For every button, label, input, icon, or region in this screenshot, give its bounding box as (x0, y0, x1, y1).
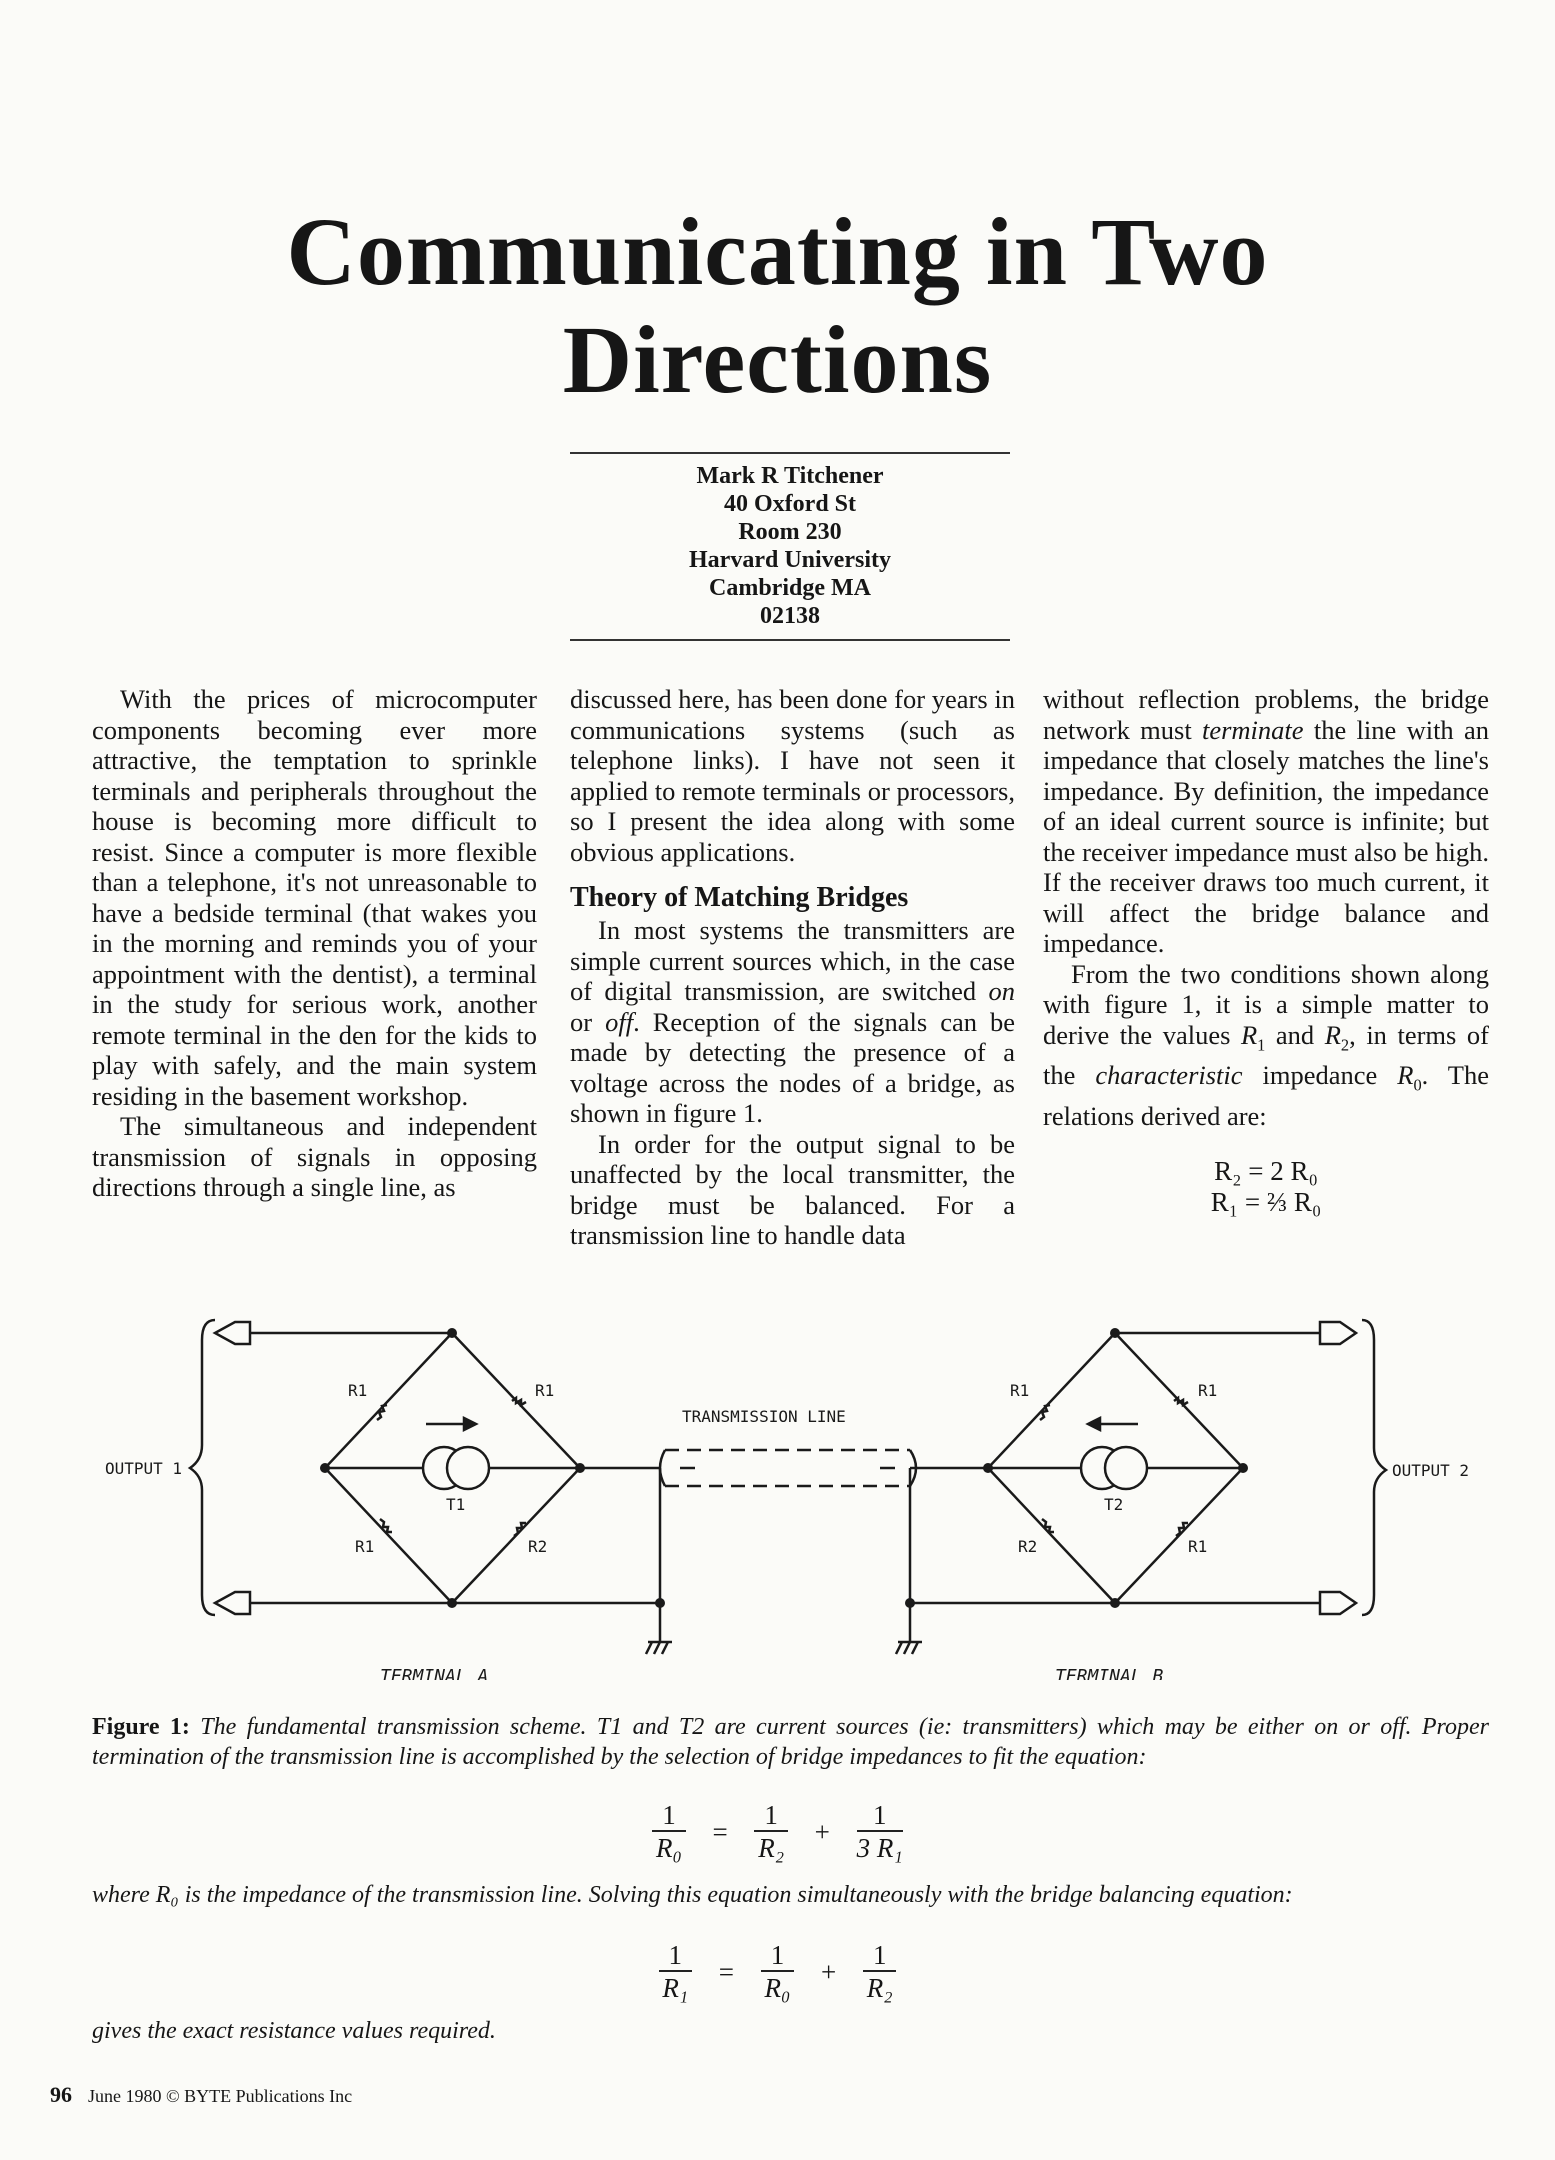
equation-r1: R₁ = ⅔ R₀ (1210, 1186, 1322, 1217)
output-2-brace (1361, 1318, 1389, 1617)
author-institution: Harvard University (689, 547, 891, 573)
section-heading: Theory of Matching Bridges (570, 882, 909, 913)
article-title: Communicating in Two Directions (0, 198, 1555, 414)
author-street: 40 Oxford St (724, 491, 856, 517)
resistor-label-r1: R1 (348, 1381, 367, 1400)
equation-r2: R₂ = 2 R₀ (1214, 1155, 1318, 1186)
author-name: Mark R Titchener (696, 463, 884, 489)
resistor-icon (379, 1518, 392, 1534)
derived-relations: R₂ = 2 R₀ R₁ = ⅔ R₀ (1043, 1156, 1489, 1218)
resistor-icon (1175, 1521, 1188, 1537)
paragraph: discussed here, has been done for years … (570, 684, 1015, 867)
output-connector-icon (1318, 1320, 1359, 1346)
caption-text: The fundamental transmission scheme. T1 … (92, 1714, 1490, 1770)
resistor-icon (376, 1403, 388, 1421)
paragraph: From the two conditions shown along with… (1043, 958, 1489, 1132)
output-2-label: OUTPUT 2 (1392, 1461, 1469, 1480)
paragraph: In most systems the transmitters are sim… (570, 915, 1015, 1128)
terminal-b-label: TERMINAL B (1055, 1666, 1164, 1680)
resistor-icon (511, 1395, 527, 1408)
paragraph: With the prices of microcomputer compone… (92, 684, 537, 1111)
body-column-1: With the prices of microcomputer compone… (92, 684, 537, 1203)
resistor-label-r1: R1 (1188, 1537, 1207, 1556)
author-byline: Mark R Titchener 40 Oxford St Room 230 H… (570, 462, 1010, 630)
byline-rule-bottom (570, 639, 1010, 641)
resistor-label-r1: R1 (535, 1381, 554, 1400)
transmission-line (658, 1449, 918, 1487)
resistor-icon (513, 1521, 526, 1537)
resistor-icon (1039, 1403, 1051, 1421)
footer-text: June 1980 © BYTE Publications Inc (88, 2086, 353, 2106)
ground-icon (894, 1640, 922, 1655)
byline-rule-top (570, 452, 1010, 454)
transmitter-label-t1: T1 (446, 1495, 465, 1514)
page-number: 96 (50, 2082, 72, 2107)
author-zip: 02138 (760, 603, 820, 629)
resistor-icon (1041, 1518, 1054, 1534)
ground-icon (644, 1640, 672, 1655)
output-connector-icon (1318, 1590, 1359, 1616)
caption-end: gives the exact resistance values requir… (92, 2018, 496, 2044)
transmitter-label-t2: T2 (1104, 1495, 1123, 1514)
terminal-a-label: TERMINAL A (380, 1666, 488, 1680)
figure-caption: Figure 1: The fundamental transmission s… (92, 1712, 1489, 1772)
resistor-label-r1: R1 (1198, 1381, 1217, 1400)
resistor-label-r2: R2 (1018, 1537, 1037, 1556)
output-connector-icon (212, 1590, 252, 1616)
paragraph: without reflection problems, the bridge … (1043, 684, 1489, 958)
paragraph: In order for the output signal to be una… (570, 1128, 1015, 1251)
resistor-icon (1173, 1395, 1189, 1408)
output-connector-icon (212, 1320, 252, 1346)
page-footer: 96 June 1980 © BYTE Publications Inc (50, 2082, 352, 2108)
body-column-3: without reflection problems, the bridge … (1043, 684, 1489, 1218)
author-city: Cambridge MA (709, 575, 871, 601)
resistor-label-r1: R1 (355, 1537, 374, 1556)
title-line-2: Directions (562, 306, 993, 413)
output-1-label: OUTPUT 1 (105, 1459, 182, 1478)
figure-1-schematic: OUTPUT 1 OUTPUT 2 TRANSMISSION LINE R1 R… (105, 1318, 1469, 1680)
body-column-2: discussed here, has been done for years … (570, 684, 1015, 1251)
paragraph: The simultaneous and independent transmi… (92, 1111, 537, 1202)
caption-middle: where R₀ is the impedance of the transmi… (92, 1882, 1293, 1908)
transmission-line-label: TRANSMISSION LINE (682, 1407, 846, 1426)
figure-label: Figure 1: (92, 1714, 190, 1740)
title-line-1: Communicating in Two (286, 198, 1269, 305)
output-1-brace (187, 1318, 216, 1617)
resistor-label-r2: R2 (528, 1537, 547, 1556)
resistor-label-r1: R1 (1010, 1381, 1029, 1400)
author-room: Room 230 (738, 519, 842, 545)
